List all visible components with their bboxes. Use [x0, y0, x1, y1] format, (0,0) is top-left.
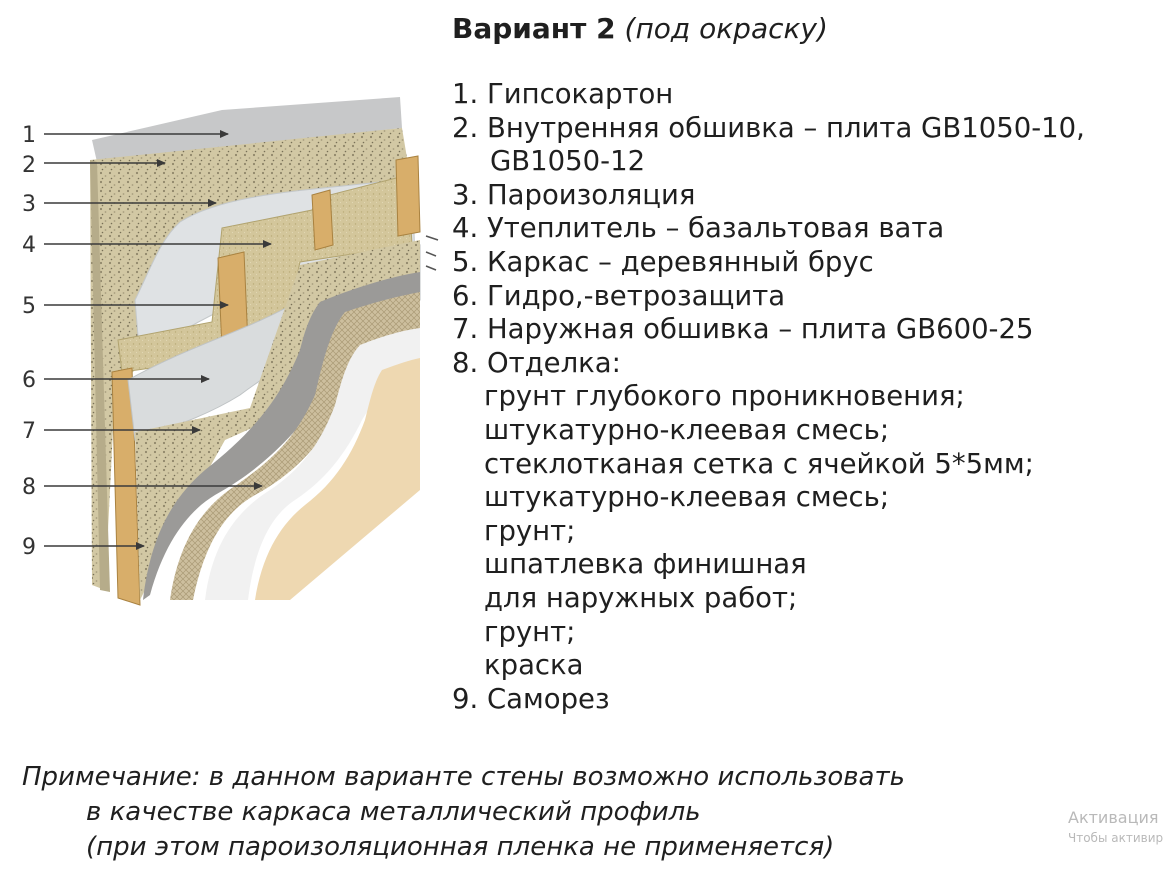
- callout-number-3: 3: [22, 192, 36, 217]
- callout-number-6: 6: [22, 368, 36, 393]
- watermark-line-1: Активация: [1068, 808, 1159, 827]
- page-title: Вариант 2 (под окраску): [452, 12, 828, 45]
- note-line-2: в качестве каркаса металлический профиль: [86, 797, 701, 827]
- legend-item-7: 7. Наружная обшивка – плита GB600-25: [452, 313, 1034, 346]
- note-block: Примечание: в данном варианте стены возм…: [22, 760, 905, 865]
- finish-step-5: грунт;: [484, 514, 576, 547]
- finish-step-2: штукатурно-клеевая смесь;: [484, 413, 890, 446]
- legend-item-1: 1. Гипсокартон: [452, 78, 674, 110]
- callout-number-9: 9: [22, 535, 36, 560]
- finish-step-3: стеклотканая сетка с ячейкой 5*5мм;: [484, 447, 1034, 480]
- legend-item-2: 2. Внутренняя обшивка – плита GB1050-10,: [452, 111, 1085, 144]
- legend-item-8: 8. Отделка:: [452, 346, 621, 379]
- callout-arrows: [44, 130, 272, 550]
- callout-number-7: 7: [22, 419, 36, 444]
- finish-step-1: грунт глубокого проникновения;: [484, 380, 965, 413]
- finish-step-8: краска: [484, 649, 584, 682]
- legend-item-9: 9. Саморез: [452, 682, 610, 715]
- note-line-3: (при этом пароизоляционная пленка не при…: [86, 832, 835, 862]
- legend-item-4: 4. Утеплитель – базальтовая вата: [452, 212, 945, 245]
- legend-item-6: 6. Гидро,-ветрозащита: [452, 279, 786, 312]
- title-main: Вариант 2: [452, 12, 616, 45]
- activation-watermark: Активация Чтобы активир: [1068, 808, 1163, 845]
- callout-number-5: 5: [22, 294, 36, 319]
- legend-item-2-cont: GB1050-12: [490, 145, 646, 178]
- gypsum-board-layer: [92, 97, 402, 162]
- finish-step-4: штукатурно-клеевая смесь;: [484, 481, 890, 514]
- screws: [425, 235, 439, 271]
- paint-layer: [255, 358, 420, 600]
- callout-number-1: 1: [22, 123, 36, 148]
- callout-number-2: 2: [22, 153, 36, 178]
- legend-item-3: 3. Пароизоляция: [452, 178, 696, 211]
- note-label: Примечание:: [22, 762, 201, 792]
- finish-step-6-cont: для наружных работ;: [484, 581, 798, 614]
- callout-number-4: 4: [22, 233, 36, 258]
- legend-list: 1. Гипсокартон 2. Внутренняя обшивка – п…: [452, 78, 1085, 716]
- finish-step-6: шпатлевка финишная: [484, 548, 807, 581]
- title-sub: (под окраску): [624, 12, 828, 45]
- note-line-1: в данном варианте стены возможно использ…: [208, 762, 905, 792]
- wall-construction-diagram: 1 2 3 4 5 6 7 8 9: [22, 97, 439, 606]
- putty-layer: [205, 328, 420, 600]
- finish-step-7: грунт;: [484, 615, 576, 648]
- callout-number-8: 8: [22, 475, 36, 500]
- legend-item-5: 5. Каркас – деревянный брус: [452, 245, 874, 278]
- watermark-line-2: Чтобы активир: [1068, 831, 1164, 845]
